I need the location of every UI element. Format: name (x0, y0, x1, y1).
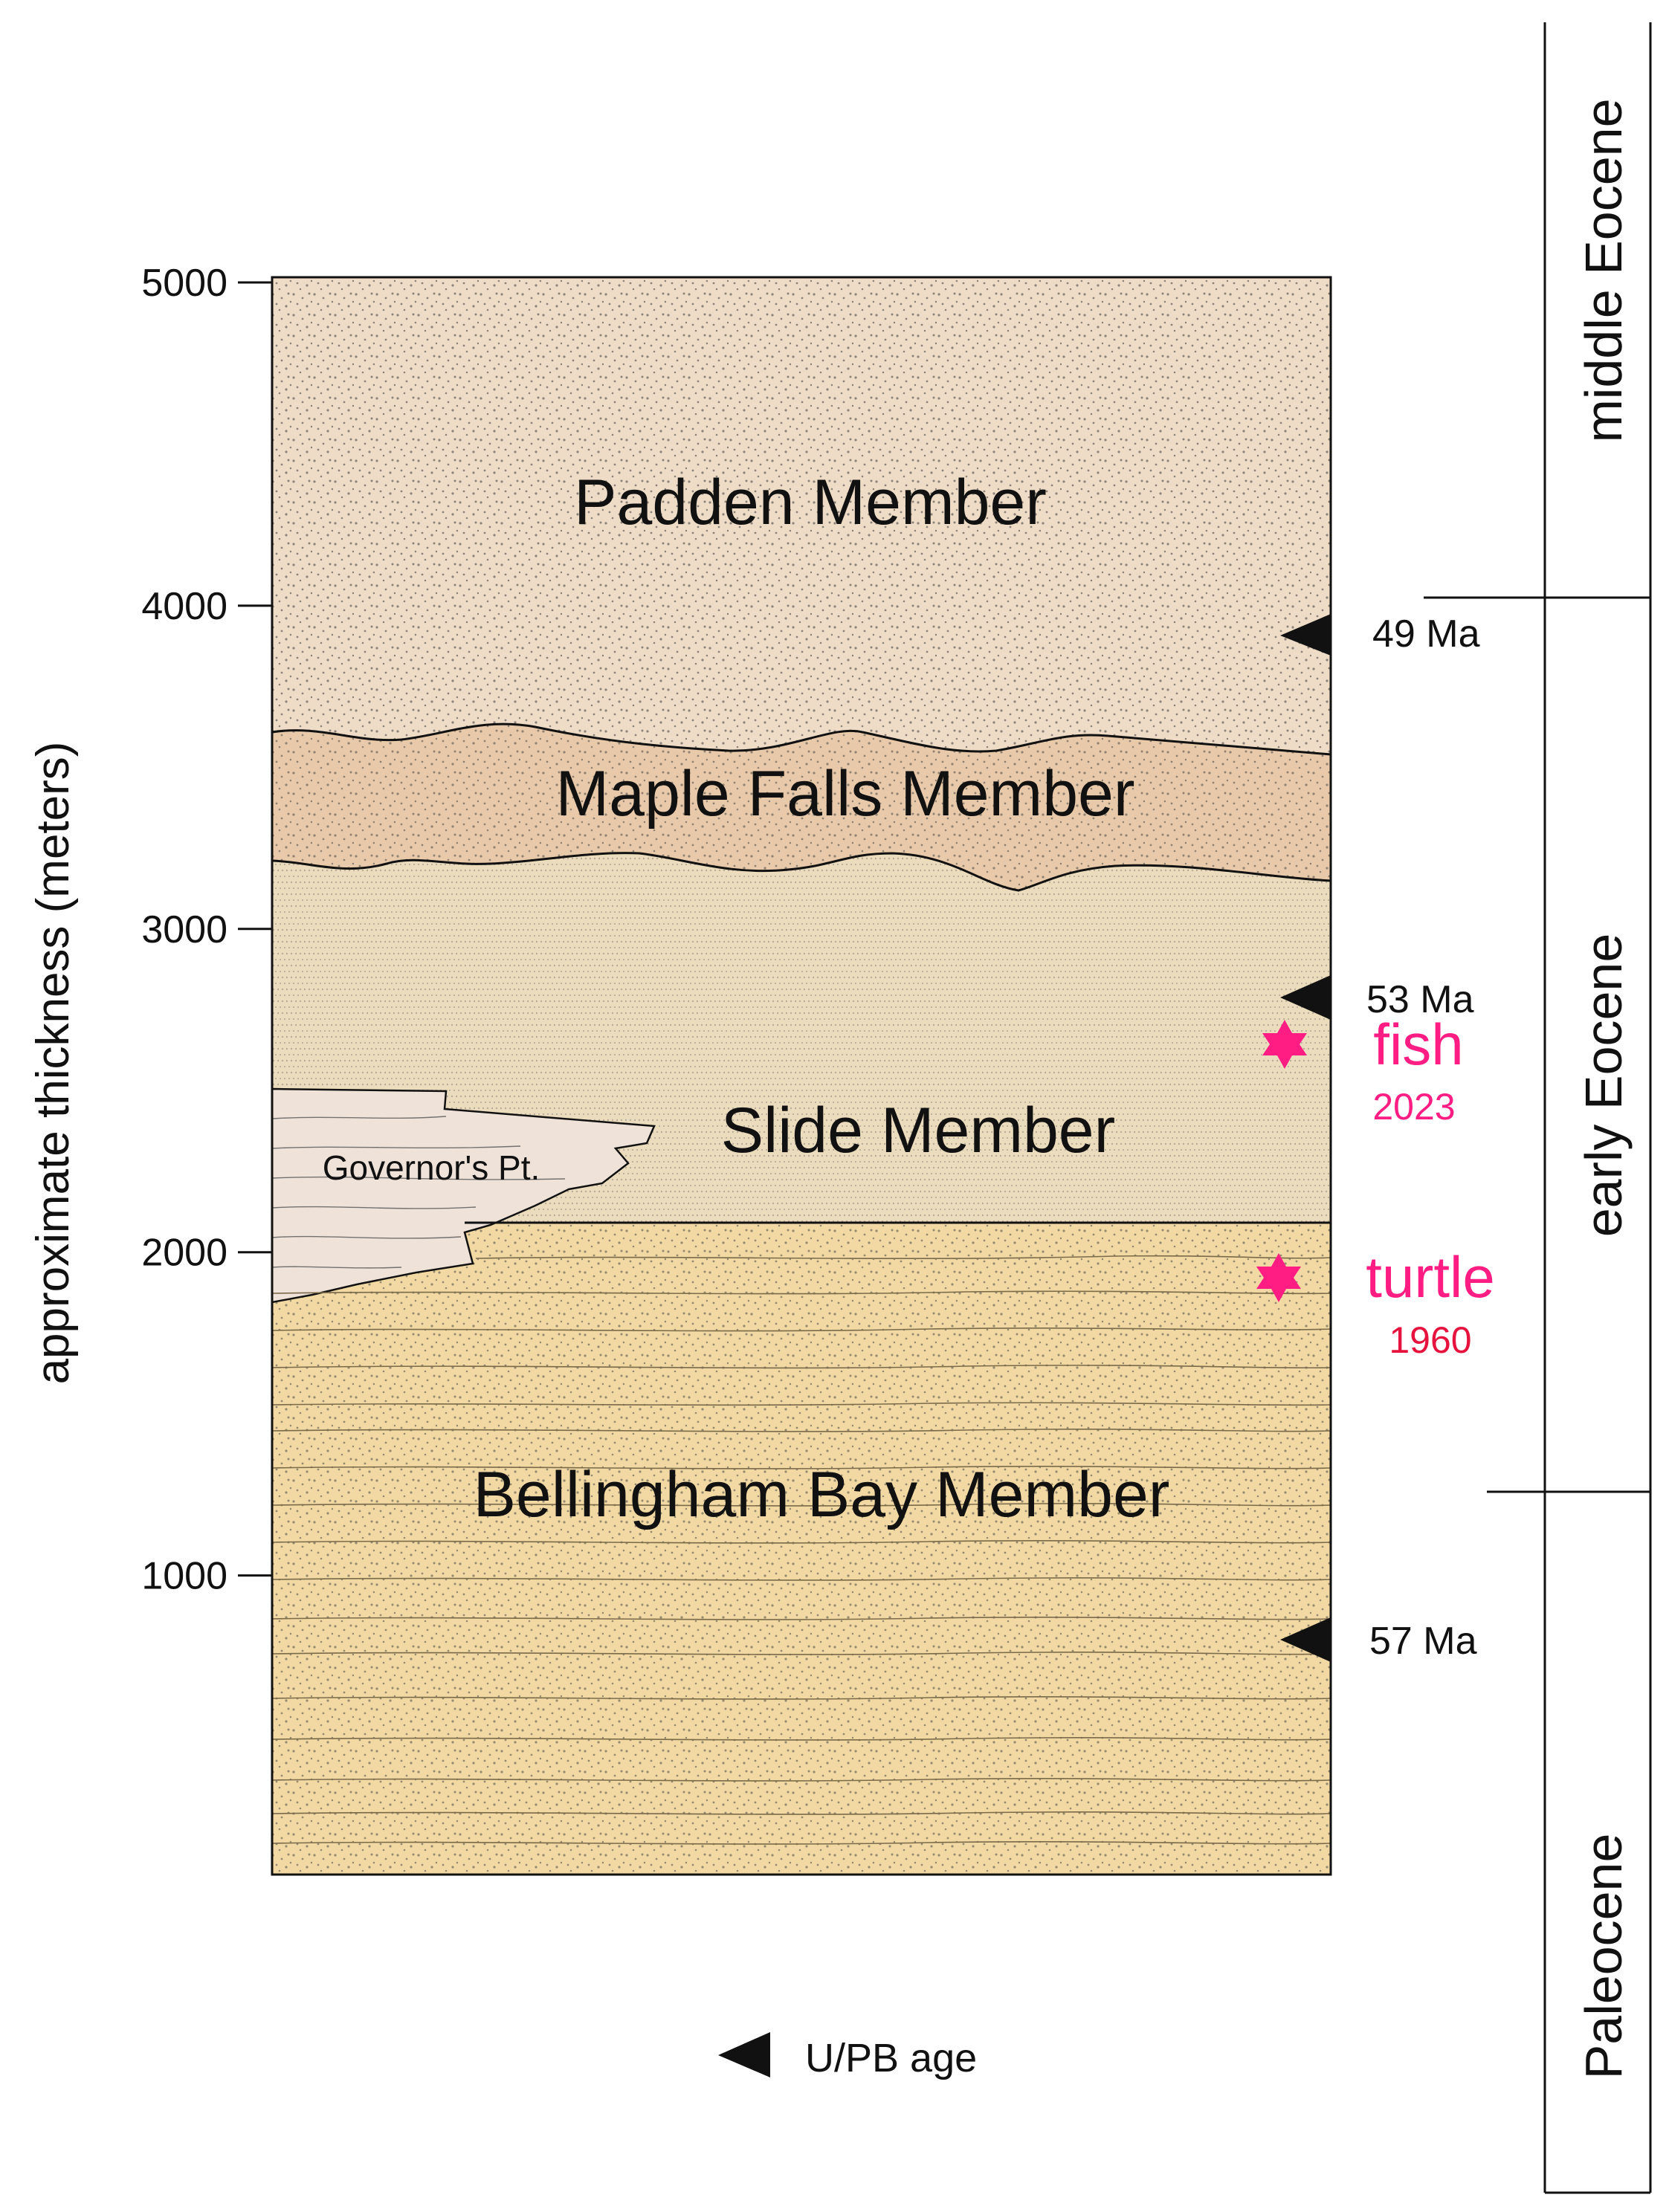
age-53-label: 53 Ma (1366, 978, 1474, 1021)
y-tick-label: 2000 (141, 1232, 227, 1275)
y-tick-label: 1000 (141, 1555, 227, 1598)
age-49-label: 49 Ma (1372, 612, 1480, 656)
y-tick-label: 3000 (141, 908, 227, 951)
age-57-marker-icon (1280, 1617, 1331, 1662)
fish-star-icon (1262, 1020, 1307, 1069)
fish-year: 2023 (1372, 1086, 1455, 1128)
turtle-year: 1960 (1389, 1319, 1471, 1361)
y-axis-ticks: 5000 4000 3000 2000 1000 (141, 262, 272, 1598)
turtle-star-icon (1256, 1253, 1301, 1302)
paleocene-label: Paleocene (1575, 1834, 1633, 2080)
upb-age-legend-label: U/PB age (805, 2036, 977, 2080)
legend: U/PB age (718, 2032, 977, 2080)
epoch-column: middle Eocene early Eocene Paleocene (1424, 22, 1652, 2194)
padden-maple-boundary (271, 722, 1331, 756)
early-eocene-label: early Eocene (1575, 934, 1633, 1238)
middle-eocene-label: middle Eocene (1575, 98, 1633, 442)
column-fills (272, 277, 1331, 1875)
y-axis-label: approximate thickness (meters) (28, 742, 79, 1385)
maple-falls-member-label: Maple Falls Member (556, 758, 1135, 830)
padden-member-label: Padden Member (574, 467, 1047, 538)
governors-point-label: Governor's Pt. (323, 1148, 540, 1187)
turtle-label: turtle (1366, 1244, 1494, 1310)
y-axis: 5000 4000 3000 2000 1000 approximate thickne… (28, 262, 274, 1875)
bellingham-bedding-lines (272, 1255, 1331, 1845)
maple-falls-texture (272, 724, 1331, 890)
governors-lamination-lines (272, 1116, 566, 1269)
upb-age-legend-icon (718, 2032, 770, 2077)
bellingham-texture (272, 1223, 1331, 1875)
governors-point-tongue (272, 1087, 656, 1304)
bellingham-bay-member-label: Bellingham Bay Member (474, 1459, 1170, 1530)
age-57-label: 57 Ma (1369, 1620, 1477, 1663)
slide-member-label: Slide Member (721, 1095, 1116, 1166)
age-53-marker-icon (1280, 975, 1331, 1020)
fish-label: fish (1373, 1012, 1463, 1077)
y-tick-label: 4000 (141, 585, 227, 628)
age-49-marker-icon (1280, 614, 1331, 656)
maple-slide-boundary (271, 852, 1331, 892)
y-tick-label: 5000 (141, 262, 227, 305)
